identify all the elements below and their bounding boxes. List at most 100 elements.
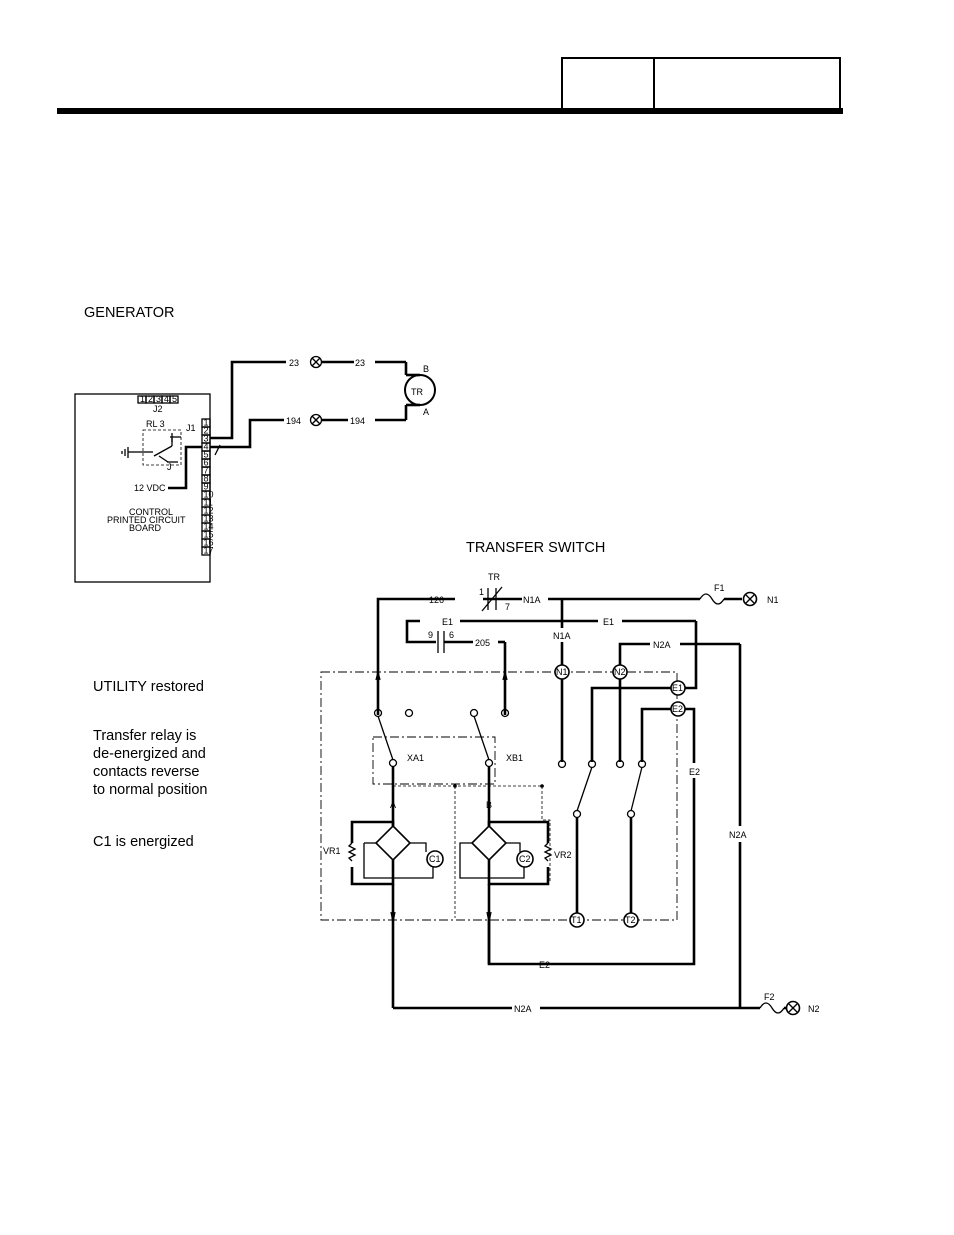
svg-text:3: 3	[156, 394, 161, 404]
svg-text:VR1: VR1	[323, 846, 341, 856]
svg-text:E1: E1	[672, 683, 683, 693]
utility-line: 126 TR 1 7 N1A F1 N1	[376, 572, 779, 715]
svg-text:N1A: N1A	[523, 595, 541, 605]
svg-text:1: 1	[140, 394, 145, 404]
lamp-icon	[309, 355, 323, 369]
svg-text:N2: N2	[614, 667, 626, 677]
aux-contacts: T1 T2	[557, 759, 647, 928]
svg-text:A: A	[390, 800, 396, 810]
svg-text:N2A: N2A	[514, 1004, 532, 1014]
note-relay-line: to normal position	[93, 782, 208, 798]
note-relay-line: Transfer relay is	[93, 728, 197, 744]
header-rule	[57, 108, 843, 114]
svg-text:TR: TR	[411, 387, 423, 397]
svg-text:N2A: N2A	[653, 640, 671, 650]
j1-pin-label: 1	[204, 418, 209, 428]
note-relay: Transfer relay is de-energized and conta…	[93, 727, 207, 799]
tr-coil: TR B A	[404, 364, 436, 417]
svg-text:J: J	[167, 462, 172, 472]
j1-pin-label: 7	[204, 466, 209, 476]
switch-boundary	[320, 671, 678, 921]
mechanism-boundary	[372, 736, 496, 785]
j1-pin-label: 5	[204, 450, 209, 460]
terminal-t2	[623, 912, 639, 928]
coil-c1	[426, 850, 444, 868]
j1-pin-label: 11	[204, 498, 213, 508]
terminal-t1	[569, 912, 585, 928]
svg-text:194: 194	[286, 416, 301, 426]
board-caption-2: PRINTED CIRCUIT	[107, 515, 186, 525]
main-contacts: XA1 XB1 A B	[373, 671, 551, 918]
fuse-f1	[699, 593, 725, 605]
board-caption-1: CONTROL	[129, 507, 173, 517]
relay-rl3: RL 3 J	[140, 419, 182, 472]
transfer-switch-title: TRANSFER SWITCH	[466, 540, 606, 556]
tr-wiring: 23 23 194 194 TR B A	[210, 355, 436, 456]
svg-text:4: 4	[164, 394, 169, 404]
header-box-right	[653, 57, 841, 109]
j1-pin-label: 16	[204, 538, 214, 548]
note-relay-line: de-energized and	[93, 746, 206, 762]
svg-text:205: 205	[475, 638, 490, 648]
svg-text:F1: F1	[714, 583, 725, 593]
terminal-n1	[554, 664, 570, 680]
svg-text:126: 126	[429, 595, 444, 605]
svg-text:23: 23	[355, 358, 365, 368]
j2-connector: 1 2 3 4 5 J2	[137, 394, 179, 414]
j1-pin-label: 2	[204, 426, 209, 436]
svg-text:2: 2	[148, 394, 153, 404]
svg-text:N2A: N2A	[729, 830, 747, 840]
j1-pin	[201, 546, 211, 556]
e1-line: E1 E1 9 6 205	[405, 617, 698, 715]
j1-pin-label: 8	[204, 474, 209, 484]
generator-title: GENERATOR	[84, 305, 175, 321]
svg-text:N2: N2	[808, 1004, 820, 1014]
svg-text:XA1: XA1	[407, 753, 424, 763]
svg-text:F2: F2	[764, 992, 775, 1002]
j1-pin-label: 13	[204, 514, 214, 524]
svg-text:C1: C1	[429, 854, 441, 864]
svg-text:E2: E2	[672, 704, 683, 714]
svg-text:T1: T1	[571, 915, 582, 925]
svg-text:1: 1	[479, 587, 484, 597]
svg-text:E2: E2	[539, 960, 550, 970]
lamp-icon	[309, 413, 323, 427]
svg-text:B: B	[423, 364, 429, 374]
rectifier-a: C1 VR1	[323, 820, 444, 1008]
ground-icon	[121, 447, 140, 458]
coil-c2	[516, 850, 534, 868]
svg-text:J2: J2	[153, 404, 163, 414]
board-caption-3: BOARD	[129, 523, 162, 533]
svg-text:VR2: VR2	[554, 850, 572, 860]
svg-text:J1: J1	[186, 423, 196, 433]
n1a-drop: N1A N1	[553, 599, 571, 762]
svg-text:N1: N1	[556, 667, 568, 677]
svg-text:E1: E1	[442, 617, 453, 627]
svg-text:C2: C2	[519, 854, 531, 864]
j1-pin-label: 10	[204, 490, 214, 500]
n2a-line: N2A N2 N2A	[612, 640, 747, 1008]
j1-pin-label: 4	[204, 442, 209, 452]
svg-text:XB1: XB1	[506, 753, 523, 763]
svg-text:7: 7	[505, 602, 510, 612]
n2a-bottom: N2A F2 N2	[393, 992, 820, 1016]
svg-text:A: A	[423, 407, 429, 417]
j1-pin-label: 17	[204, 546, 214, 556]
note-utility: UTILITY restored	[93, 679, 204, 695]
svg-text:TR: TR	[488, 572, 500, 582]
j1-pin-label: 3	[204, 434, 209, 444]
lamp-icon	[785, 1000, 801, 1016]
j1-pin-label: 9	[204, 482, 209, 492]
svg-text:194: 194	[350, 416, 365, 426]
svg-text:N1A: N1A	[553, 631, 571, 641]
svg-text:5: 5	[172, 394, 177, 404]
svg-text:E2: E2	[689, 767, 700, 777]
lamp-icon	[742, 591, 758, 607]
note-relay-line: contacts reverse	[93, 764, 200, 780]
svg-text:B: B	[486, 800, 492, 810]
j1-pin-label: 12	[204, 506, 214, 516]
svg-text:T2: T2	[625, 915, 636, 925]
